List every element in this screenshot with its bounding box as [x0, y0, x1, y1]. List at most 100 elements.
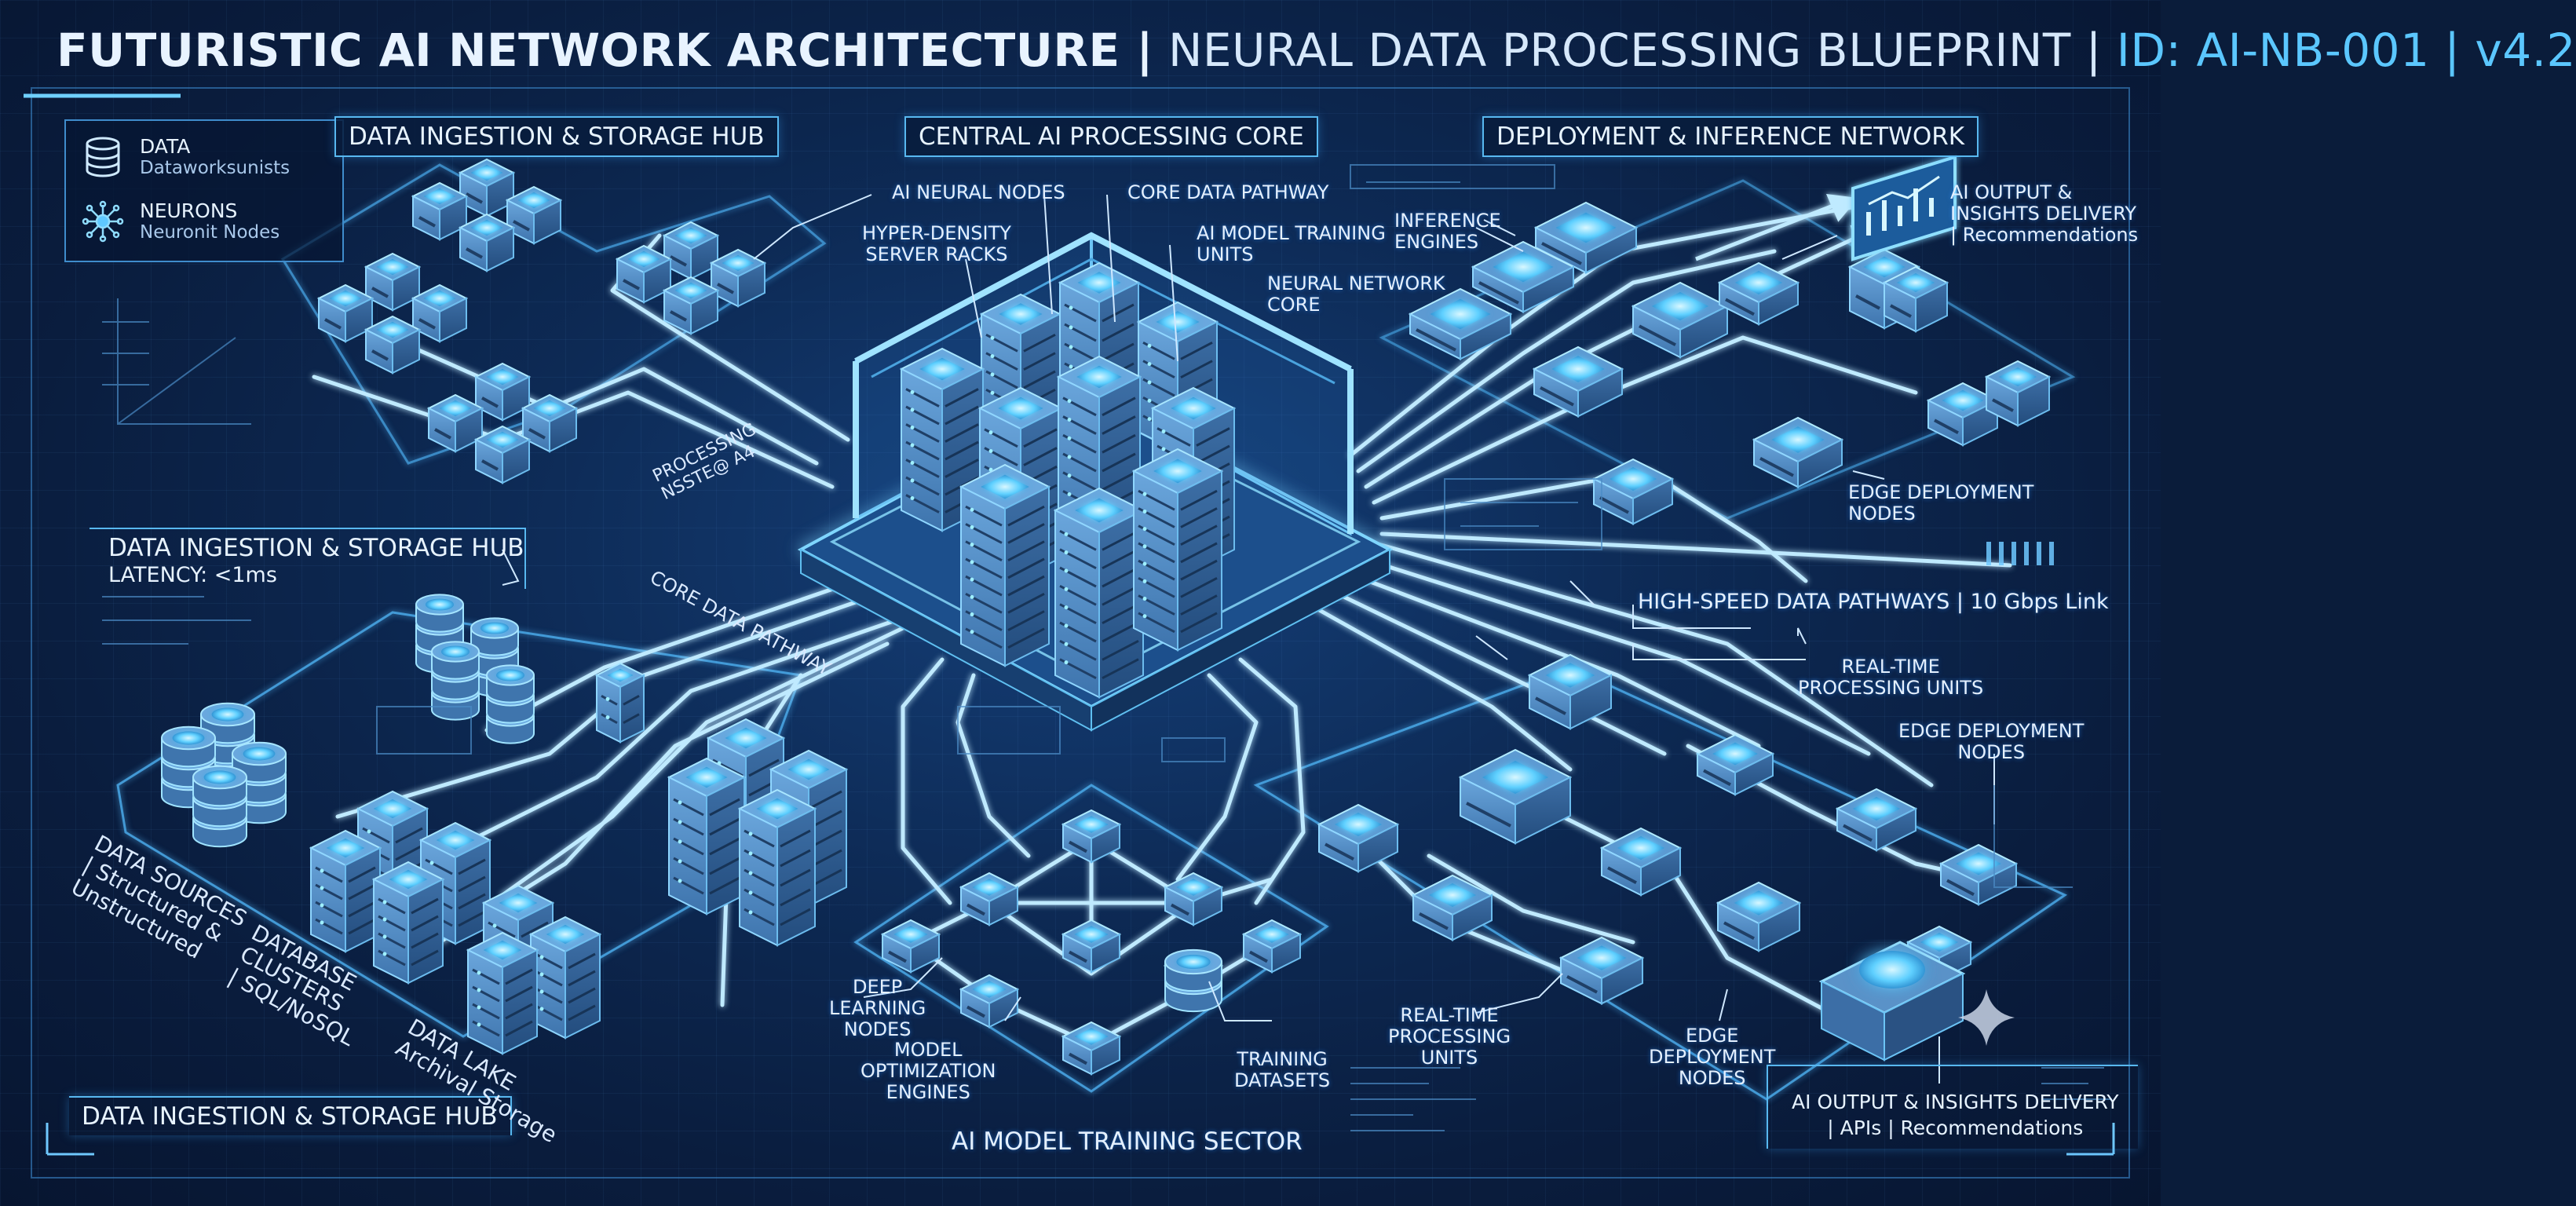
database-stack — [431, 641, 480, 721]
label-training-datasets: TRAINING DATASETS — [1234, 1049, 1330, 1091]
label-edge-bottom-line2: DEPLOYMENT — [1649, 1045, 1776, 1068]
section-deployment: DEPLOYMENT & INFERENCE NETWORK — [1482, 116, 1979, 157]
storage-node — [411, 181, 469, 241]
storage-node — [662, 221, 720, 280]
deployment-node — [1835, 788, 1918, 852]
label-edge-deployment-bottom: EDGE DEPLOYMENT NODES — [1649, 1025, 1775, 1089]
legend-data-subtitle: Dataworksunists — [140, 158, 290, 178]
database-stack — [486, 664, 535, 744]
label-edge-top-line2: NODES — [1848, 502, 1916, 524]
label-core-data-pathway-top: CORE DATA PATHWAY — [1127, 181, 1329, 203]
ingestion-rack — [371, 861, 445, 985]
training-node — [1241, 919, 1303, 974]
label-realtime-bottom-line3: UNITS — [1420, 1046, 1478, 1069]
storage-node — [411, 283, 469, 343]
training-node — [1061, 1021, 1122, 1076]
ingestion-rack — [594, 662, 646, 744]
legend-data-title: DATA — [140, 135, 191, 158]
label-realtime-bottom-line1: REAL-TIME — [1400, 1004, 1499, 1026]
training-node — [1061, 809, 1122, 864]
deployment-node — [1631, 281, 1730, 359]
label-ai-model-training-line2: UNITS — [1197, 243, 1254, 265]
label-realtime-top-line2: PROCESSING UNITS — [1798, 676, 1984, 699]
deployment-node — [1317, 803, 1400, 873]
label-hyper-density-line1: HYPER-DENSITY — [862, 222, 1011, 244]
label-high-speed-pathways: HIGH-SPEED DATA PATHWAYS | 10 Gbps Link — [1638, 590, 2109, 614]
storage-node — [458, 213, 516, 272]
deployment-node — [1558, 936, 1645, 1005]
label-inference-engines: INFERENCE ENGINES — [1394, 210, 1501, 253]
network-diagram — [24, 87, 2130, 1179]
latency-readout: LATENCY: <1ms — [108, 563, 277, 588]
database-icon — [86, 137, 120, 177]
storage-node — [364, 252, 422, 312]
legend-neurons-title: NEURONS — [140, 199, 238, 222]
deployment-node — [1408, 287, 1513, 360]
title-subtitle: NEURAL DATA PROCESSING BLUEPRINT | — [1153, 24, 2117, 77]
label-inference-line1: INFERENCE — [1394, 210, 1501, 232]
title-main: FUTURISTIC AI NETWORK ARCHITECTURE | — [57, 24, 1154, 77]
storage-node — [473, 425, 532, 484]
label-ai-output-top: AI OUTPUT & INSIGHTS DELIVERY | Recommen… — [1950, 182, 2138, 246]
signal-bars-icon — [1986, 542, 2054, 565]
label-neural-network-core-line2: CORE — [1267, 293, 1321, 316]
section-output-bottom: AI OUTPUT & INSIGHTS DELIVERY | APIs | R… — [1767, 1065, 2138, 1149]
legend-neurons-subtitle: Neuronit Nodes — [140, 222, 280, 243]
deployment-node — [1533, 201, 1639, 274]
deployment-node — [1458, 748, 1573, 845]
legend-data-row: DATA Dataworksunists — [82, 135, 290, 178]
database-stacks — [161, 594, 535, 848]
output-bottom-line1: AI OUTPUT & INSIGHTS DELIVERY — [1792, 1091, 2119, 1113]
core-rack — [1053, 487, 1145, 699]
storage-node — [473, 362, 532, 422]
storage-node — [505, 185, 563, 245]
label-ai-model-training-units: AI MODEL TRAINING UNITS — [1197, 223, 1386, 265]
label-edge-bottom-line1: EDGE — [1685, 1025, 1739, 1047]
label-inference-line2: ENGINES — [1394, 230, 1479, 253]
blueprint-decorations — [102, 164, 2112, 1131]
deployment-node — [1471, 240, 1576, 313]
database-stack — [192, 765, 247, 848]
label-ai-output-top-line3: | Recommendations — [1950, 223, 2139, 246]
label-edge-mid-line2: NODES — [1957, 740, 2026, 763]
deployment-node — [1752, 416, 1844, 488]
deployment-node — [1411, 874, 1494, 941]
label-training-datasets-line1: TRAINING — [1237, 1048, 1328, 1070]
label-hyper-density-racks: HYPER-DENSITY SERVER RACKS — [862, 223, 1011, 265]
deployment-node — [1938, 843, 2019, 906]
ingestion-racks — [309, 662, 849, 1055]
database-stack — [415, 594, 464, 674]
label-deep-learning-line2: LEARNING — [829, 996, 926, 1019]
deployment-node — [1599, 827, 1683, 897]
storage-node — [662, 276, 720, 335]
ingestion-rack — [309, 829, 382, 953]
training-node — [959, 974, 1020, 1029]
neuron-icon — [82, 200, 124, 242]
label-ai-output-top-line1: AI OUTPUT & — [1950, 181, 2073, 203]
label-model-opt-line2: OPTIMIZATION — [860, 1059, 996, 1082]
label-ai-output-top-line2: INSIGHTS DELIVERY — [1950, 202, 2136, 225]
outer-frame — [24, 87, 2130, 1179]
core-rack — [1131, 448, 1224, 652]
section-ingestion-top: DATA INGESTION & STORAGE HUB — [334, 116, 779, 157]
core-rack — [959, 463, 1051, 667]
section-ingestion-mid: DATA INGESTION & STORAGE HUB LATENCY: <1… — [90, 528, 526, 589]
deployment-node — [1984, 360, 2052, 427]
label-ai-neural-nodes: AI NEURAL NODES — [892, 181, 1065, 203]
label-model-optimization: MODEL OPTIMIZATION ENGINES — [860, 1040, 996, 1103]
storage-node — [364, 315, 422, 375]
deployment-node — [1532, 345, 1624, 418]
label-edge-deployment-top: EDGE DEPLOYMENT NODES — [1848, 482, 2033, 524]
training-node — [1163, 872, 1224, 926]
section-ingestion-mid-title: DATA INGESTION & STORAGE HUB — [108, 534, 524, 562]
storage-node — [521, 393, 579, 453]
section-central-core: CENTRAL AI PROCESSING CORE — [904, 116, 1318, 157]
deployment-nodes — [1317, 201, 2052, 1005]
label-edge-deployment-mid: EDGE DEPLOYMENT NODES — [1898, 721, 2084, 763]
insights-monitor-icon — [1851, 155, 1957, 261]
deployment-node — [1527, 653, 1613, 730]
database-stack — [161, 725, 216, 809]
deployment-node — [1591, 458, 1675, 525]
storage-node — [458, 158, 516, 217]
